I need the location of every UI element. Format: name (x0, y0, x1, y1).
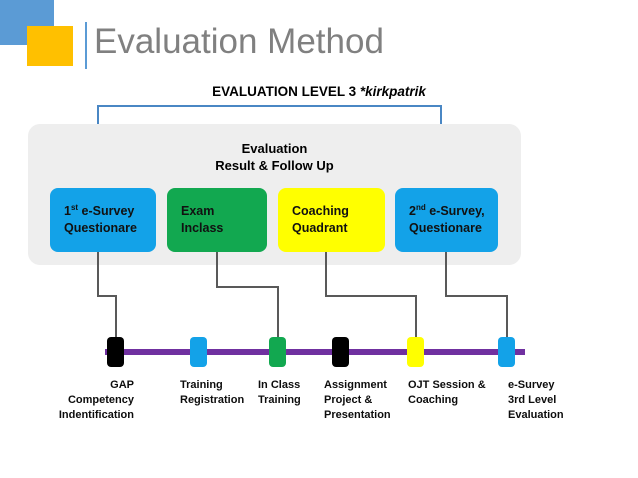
evaluation-level-caption-main: EVALUATION LEVEL 3 (212, 84, 360, 99)
connector-4-segment-across (445, 295, 507, 297)
connector-2-segment-down (216, 252, 218, 287)
label-line: Competency (67, 394, 134, 406)
method-card-exam-inclass[interactable]: Exam Inclass (167, 188, 267, 252)
timeline-label-training-registration: Training Registration (180, 378, 258, 408)
method-card-1-line1: 1st e-Survey (64, 202, 135, 218)
panel-heading-line2: Result & Follow Up (215, 158, 334, 173)
method-card-1-line2: Questionare (64, 221, 137, 235)
label-line: In Class (258, 379, 301, 391)
method-card-1st-esurvey[interactable]: 1st e-Survey Questionare (50, 188, 156, 252)
connector-2-segment-across (216, 286, 278, 288)
evaluation-level-caption-source: *kirkpatrik (359, 84, 426, 99)
connector-4-segment-drop (506, 295, 508, 339)
label-line: Assignment (324, 379, 387, 391)
method-card-4-line2: Questionare (409, 221, 482, 235)
marker-e-survey-3rd-level[interactable] (498, 337, 515, 367)
marker-gap-competency[interactable] (107, 337, 124, 367)
panel-heading: Evaluation Result & Follow Up (28, 140, 521, 174)
connector-3-segment-across (325, 295, 416, 297)
connector-3-segment-drop (415, 295, 417, 339)
ordinal-suffix: st (70, 202, 79, 212)
page-title: Evaluation Method (94, 22, 384, 61)
evaluation-level-caption: EVALUATION LEVEL 3 *kirkpatrik (0, 84, 638, 99)
connector-1-segment-drop (115, 295, 117, 339)
method-card-2-line2: Inclass (181, 221, 224, 235)
label-line: GAP (110, 379, 134, 391)
marker-ojt-session[interactable] (407, 337, 424, 367)
marker-training-registration[interactable] (190, 337, 207, 367)
method-card-coaching-quadrant[interactable]: Coaching Quadrant (278, 188, 385, 252)
timeline-label-assignment-project: Assignment Project & Presentation (324, 378, 406, 423)
ordinal-suffix: nd (415, 202, 426, 212)
connector-1-segment-down (97, 252, 99, 296)
connector-4-segment-down (445, 252, 447, 296)
decorative-yellow-square (27, 26, 73, 66)
label-line: Presentation (324, 409, 391, 421)
bracket-horizontal-line (97, 105, 442, 107)
timeline-label-e-survey-3rd-level: e-Survey 3rd Level Evaluation (508, 378, 588, 423)
label-line: 3rd Level (508, 394, 557, 406)
label-line: e-Survey (508, 379, 555, 391)
timeline-label-in-class-training: In Class Training (258, 378, 324, 408)
method-card-2-line1: Exam (181, 204, 215, 218)
title-divider-rule (85, 22, 87, 69)
timeline-bar (105, 349, 525, 355)
label-line: Training (258, 394, 301, 406)
label-line: Project & (324, 394, 373, 406)
connector-2-segment-drop (277, 286, 279, 339)
marker-in-class-training[interactable] (269, 337, 286, 367)
connector-3-segment-down (325, 252, 327, 296)
timeline-label-ojt-session: OJT Session & Coaching (408, 378, 496, 408)
method-card-3-line2: Quadrant (292, 221, 348, 235)
label-line: Registration (180, 394, 245, 406)
label-line: OJT Session & (408, 379, 486, 391)
panel-heading-line1: Evaluation (241, 141, 308, 156)
timeline-label-gap-competency: GAP Competency Indentification (38, 378, 134, 423)
connector-1-segment-across (97, 295, 117, 297)
marker-assignment-project[interactable] (332, 337, 349, 367)
label-line: Coaching (408, 394, 459, 406)
label-line: Training (180, 379, 223, 391)
label-line: Evaluation (508, 409, 564, 421)
method-card-4-line1: 2nd e-Survey, (409, 202, 485, 218)
method-card-2nd-esurvey[interactable]: 2nd e-Survey, Questionare (395, 188, 498, 252)
label-line: Indentification (58, 409, 134, 421)
method-card-3-line1: Coaching (292, 204, 349, 218)
